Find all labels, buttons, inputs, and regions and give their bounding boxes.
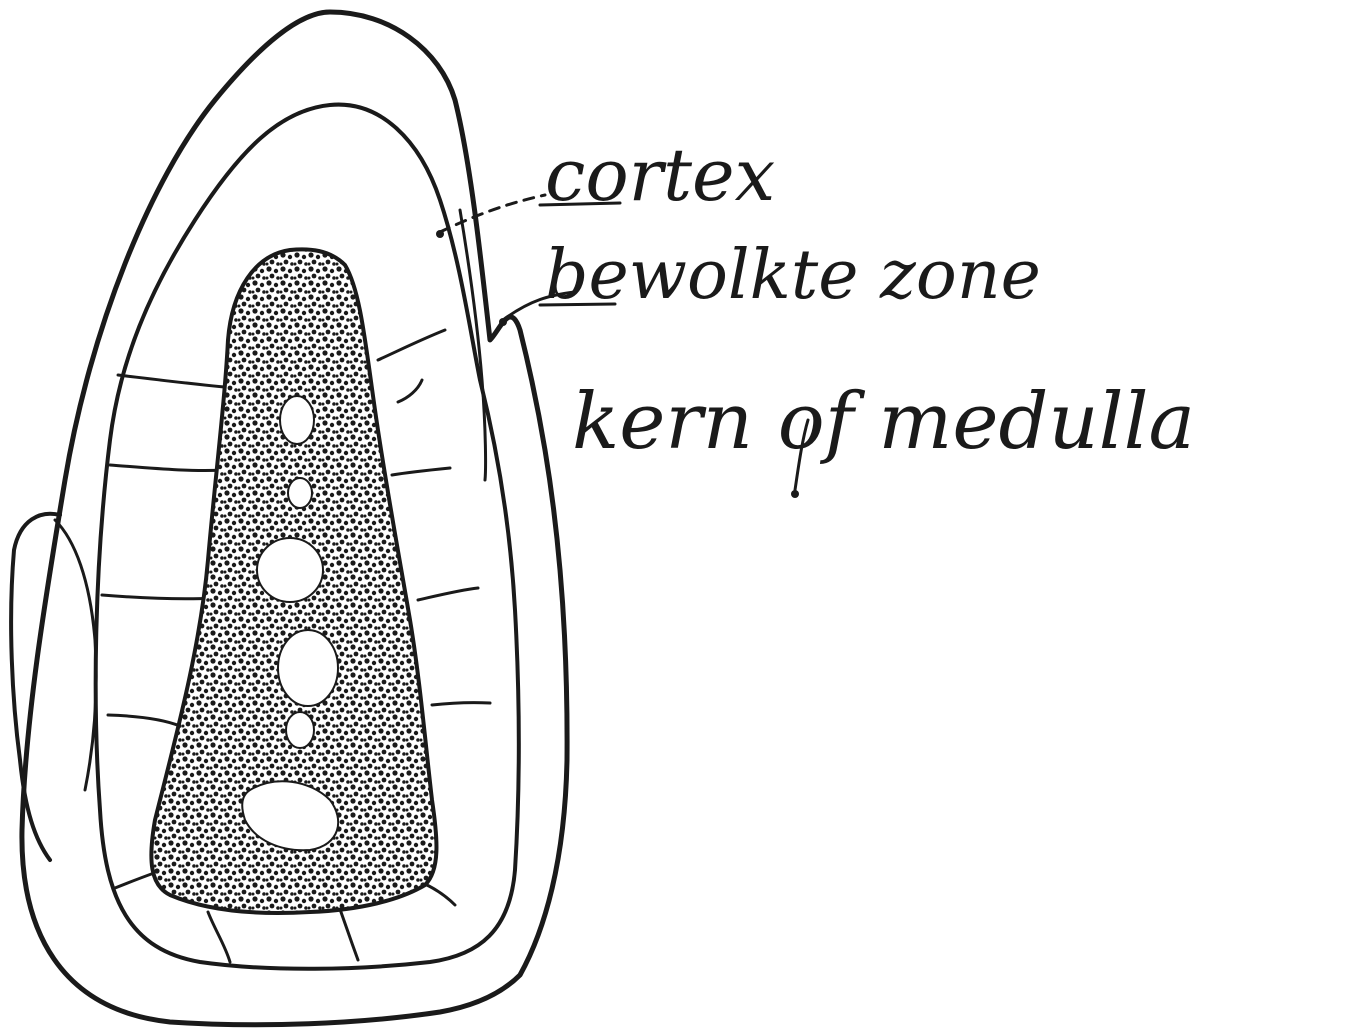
- cortex-leader-dot: [436, 230, 444, 238]
- cuticle-scale-left-inner: [55, 520, 96, 790]
- cortex-label-underline: [540, 203, 620, 205]
- cloudy-zone-label: bewolkte zone: [545, 236, 1041, 315]
- cloudy-zone-leader-dot: [499, 318, 507, 326]
- cortex-leader-line: [440, 195, 545, 232]
- cloudy-zone-label-underline: [540, 304, 615, 305]
- medulla-label: kern of medulla: [572, 377, 1195, 467]
- medulla-leader-mark: [398, 380, 422, 402]
